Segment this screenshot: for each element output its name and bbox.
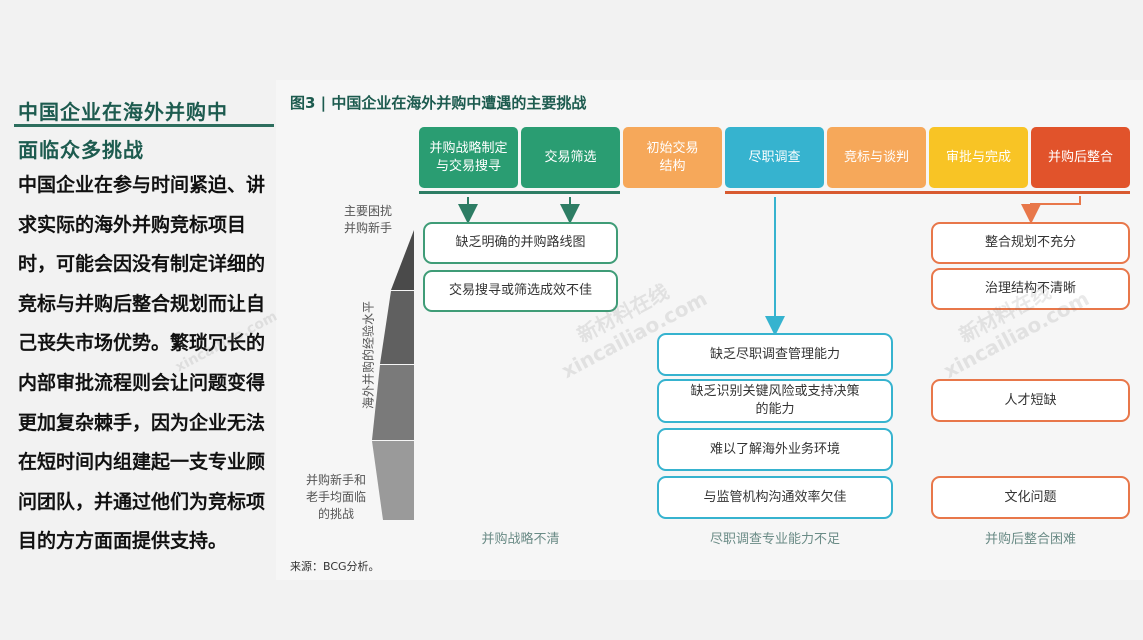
stage-label: 并购战略制定 与交易搜寻 <box>429 140 508 174</box>
challenge-box: 与监管机构沟通效率欠佳 <box>657 476 893 519</box>
stage-label: 交易筛选 <box>544 149 597 165</box>
stage-label: 初始交易 结构 <box>646 140 699 174</box>
axis-middle-label: 海外并购的经验水平 <box>361 301 376 410</box>
figure-source: 来源：BCG分析。 <box>290 560 380 573</box>
stage-bidding-negotiation: 竞标与谈判 <box>827 127 926 188</box>
challenge-text: 整合规划不充分 <box>984 235 1076 250</box>
challenge-text: 交易搜寻或筛选成效不佳 <box>448 283 592 298</box>
challenge-box: 缺乏识别关键风险或支持决策 的能力 <box>657 379 893 423</box>
execution-underline <box>725 191 1130 194</box>
stage-initial-structuring: 初始交易 结构 <box>623 127 722 188</box>
article-heading-line1: 中国企业在海外并购中 <box>18 100 228 124</box>
challenge-box: 交易搜寻或筛选成效不佳 <box>423 270 618 312</box>
challenge-box: 治理结构不清晰 <box>931 268 1130 310</box>
challenge-text: 治理结构不清晰 <box>984 281 1076 296</box>
stage-due-diligence: 尽职调查 <box>725 127 824 188</box>
stage-label: 并购后整合 <box>1047 149 1113 165</box>
stage-label: 竞标与谈判 <box>843 149 909 165</box>
column-label-integration: 并购后整合困难 <box>984 532 1076 547</box>
stage-label: 审批与完成 <box>945 149 1011 165</box>
challenge-text: 文化问题 <box>1004 489 1057 505</box>
column-label-strategy: 并购战略不清 <box>481 532 560 547</box>
stage-post-merger-integration: 并购后整合 <box>1031 127 1130 188</box>
challenge-text: 人才短缺 <box>1004 392 1057 408</box>
figure-title: 图3 | 中国企业在海外并购中遭遇的主要挑战 <box>290 94 587 112</box>
stage-approval-closing: 审批与完成 <box>929 127 1028 188</box>
challenge-text: 缺乏尽职调查管理能力 <box>709 346 840 362</box>
challenge-box: 文化问题 <box>931 476 1130 519</box>
challenge-text: 与监管机构沟通效率欠佳 <box>703 489 847 505</box>
axis-bottom-label: 并购新手和 老手均面临 的挑战 <box>306 473 367 521</box>
column-label-diligence: 尽职调查专业能力不足 <box>709 532 840 547</box>
challenge-text: 缺乏明确的并购路线图 <box>455 235 586 250</box>
challenge-text: 难以了解海外业务环境 <box>709 441 840 457</box>
challenge-box: 缺乏明确的并购路线图 <box>423 222 618 264</box>
stage-label: 尽职调查 <box>748 149 801 165</box>
challenge-box: 缺乏尽职调查管理能力 <box>657 333 893 376</box>
axis-top-label: 主要困扰 并购新手 <box>344 204 393 235</box>
challenge-text: 缺乏识别关键风险或支持决策 的能力 <box>690 384 860 417</box>
challenge-box: 难以了解海外业务环境 <box>657 428 893 471</box>
stage-strategy-sourcing: 并购战略制定 与交易搜寻 <box>419 127 518 188</box>
strategy-underline <box>419 191 620 194</box>
stage-screening: 交易筛选 <box>521 127 620 188</box>
heading-divider <box>14 124 274 127</box>
article-heading-line2: 面临众多挑战 <box>18 138 144 162</box>
article-body: 中国企业在参与时间紧迫、讲求实际的海外并购竞标项目时，可能会因没有制定详细的竞标… <box>18 174 266 553</box>
challenge-box: 人才短缺 <box>931 379 1130 422</box>
arrow-integration <box>1021 196 1081 224</box>
challenge-box: 整合规划不充分 <box>931 222 1130 264</box>
